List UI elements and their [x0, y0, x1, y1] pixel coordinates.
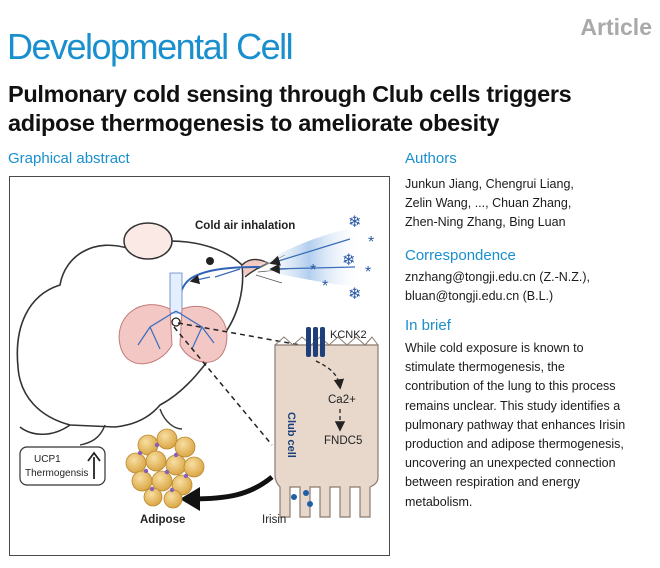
author-line: Zhen-Ning Zhang, Bing Luan — [405, 215, 566, 230]
graphical-abstract-heading: Graphical abstract — [8, 150, 130, 167]
irisin-dot — [307, 501, 313, 507]
snowflake-icon: ❄ — [348, 214, 361, 231]
in-brief-text: While cold exposure is known to stimulat… — [405, 339, 655, 512]
paper-title: Pulmonary cold sensing through Club cell… — [8, 81, 572, 136]
snowflake-icon: ❄ — [348, 286, 361, 303]
kcnk2-channel-icon — [306, 327, 325, 357]
adipose-label: Adipose — [140, 514, 185, 526]
adipose-tissue — [125, 428, 205, 509]
in-brief-line: remains unclear. This study identifies a — [405, 398, 621, 413]
secretion-arrowhead — [180, 487, 200, 511]
irisin-dots — [291, 490, 313, 507]
in-brief-line: pulmonary pathway that enhances Irisin — [405, 417, 626, 432]
mouse-feet — [79, 408, 183, 446]
mouse-eye — [206, 257, 214, 265]
snowflake-icons: ❄ * ❄ * * ❄ * — [310, 214, 374, 303]
authors-list: Junkun Jiang, Chengrui Liang, Zelin Wang… — [405, 175, 655, 233]
article-type-label: Article — [580, 14, 652, 40]
ucp1-label: UCP1 — [34, 454, 61, 465]
thermogenesis-label: Thermogensis — [25, 468, 88, 479]
journal-name: Developmental Cell — [7, 26, 294, 67]
in-brief-line: stimulate thermogenesis, the — [405, 360, 565, 375]
club-cell — [274, 336, 379, 518]
snowflake-icon: * — [310, 262, 316, 279]
cold-air-label: Cold air inhalation — [195, 220, 295, 232]
in-brief-line: While cold exposure is known to — [405, 341, 584, 355]
in-brief-line: production and adipose thermogenesis, — [405, 437, 624, 452]
in-brief-line: contribution of the lung to this process — [405, 379, 616, 394]
fndc5-label: FNDC5 — [324, 435, 362, 447]
mouse-tail — [19, 424, 71, 435]
calcium-label: Ca2+ — [328, 394, 356, 406]
lungs — [118, 266, 261, 365]
ucp1-box — [19, 446, 106, 486]
graphical-abstract-figure: Cold air inhalation ❄ * ❄ * * ❄ * — [9, 176, 390, 556]
irisin-label: Irisin — [262, 514, 286, 526]
in-brief-line: uncovering an unexpected connection — [405, 456, 616, 471]
irisin-dot — [303, 490, 309, 496]
up-arrow-icon — [87, 451, 101, 479]
signal-arrow — [315, 360, 345, 390]
correspondence-list: znzhang@tongji.edu.cn (Z.-N.Z.), bluan@t… — [405, 268, 655, 306]
correspondence-email[interactable]: znzhang@tongji.edu.cn (Z.-N.Z.), — [405, 270, 590, 284]
correspondence-email[interactable]: bluan@tongji.edu.cn (B.L.) — [405, 289, 554, 304]
kcnk2-label: KCNK2 — [330, 329, 367, 341]
in-brief-line: metabolism. — [405, 494, 473, 509]
author-line: Junkun Jiang, Chengrui Liang, — [405, 177, 574, 191]
mouse-ear — [123, 222, 173, 260]
lung-magnifier-spot — [171, 317, 181, 327]
dashed-leader-line — [173, 326, 273, 446]
snowflake-icon: * — [365, 264, 371, 281]
snowflake-icon: ❄ — [342, 252, 355, 269]
secretion-arrow — [189, 475, 274, 502]
irisin-dot — [291, 494, 297, 500]
authors-heading: Authors — [405, 150, 457, 167]
club-cell-label: Club cell — [285, 412, 297, 458]
snowflake-icon: * — [368, 234, 374, 251]
author-line: Zelin Wang, ..., Chuan Zhang, — [405, 196, 572, 211]
in-brief-line: between respiration and energy — [405, 475, 581, 490]
snowflake-icon: * — [322, 278, 328, 295]
correspondence-heading: Correspondence — [405, 247, 516, 264]
cold-air-stream — [258, 227, 360, 287]
in-brief-heading: In brief — [405, 317, 451, 334]
graphical-abstract-illustration: Cold air inhalation ❄ * ❄ * * ❄ * — [16, 214, 379, 526]
